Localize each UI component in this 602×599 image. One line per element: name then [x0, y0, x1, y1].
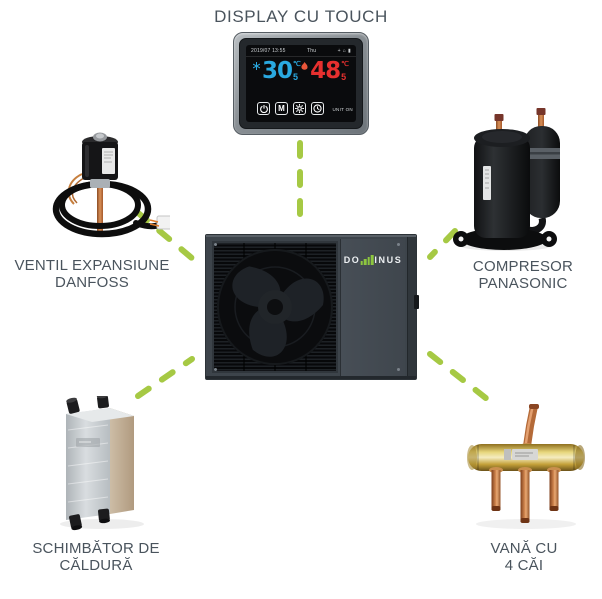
heat-temp-unit: ℃	[341, 61, 349, 68]
heat-temperature: 48 ℃ 5	[301, 60, 349, 83]
heat-temp-decimal: 5	[341, 72, 347, 82]
fan-settings-button	[293, 102, 306, 115]
cool-temp-unit: ℃	[293, 61, 301, 68]
snowflake-icon	[253, 62, 260, 70]
four-way-valve-figure	[467, 404, 585, 529]
flame-icon	[301, 62, 308, 70]
cool-temp-value: 30	[262, 58, 293, 84]
signal-icon: +	[337, 47, 341, 54]
compressor-label-line1: COMPRESOR	[472, 258, 574, 275]
screw-icon	[397, 368, 400, 371]
display-screen: 2019/07 13:55 Thu +⌂▮ 30 ℃ 5	[246, 45, 356, 122]
heat-exchanger-label-line2: CĂLDURĂ	[59, 557, 133, 574]
brand-suffix: INUS	[374, 255, 403, 265]
brand-logo: DO INUS	[344, 255, 403, 265]
display-day: Thu	[307, 48, 317, 54]
logo-bars-icon	[360, 255, 374, 265]
clock-icon	[313, 104, 322, 113]
display-button-row: M	[257, 102, 324, 115]
expansion-valve-label: VENTIL EXPANSIUNE DANFOSS	[2, 257, 182, 291]
four-way-valve-label-line2: 4 CĂI	[504, 557, 544, 574]
heat-exchanger-label-line1: SCHIMBĂTOR DE	[32, 540, 160, 557]
compressor-label-line2: PANASONIC	[478, 275, 568, 292]
fan-grille	[212, 241, 338, 373]
side-panel: DO INUS	[340, 239, 405, 377]
unit-top-edge	[206, 235, 416, 237]
display-bezel: 2019/07 13:55 Thu +⌂▮ 30 ℃ 5	[239, 38, 363, 129]
connector-four-way-valve	[427, 351, 490, 402]
unit-side-clip	[414, 295, 419, 309]
touch-display: 2019/07 13:55 Thu +⌂▮ 30 ℃ 5	[233, 32, 369, 135]
compressor-figure	[453, 108, 560, 251]
expansion-valve-figure	[52, 132, 170, 238]
brand-prefix: DO	[343, 255, 361, 265]
screw-icon	[397, 243, 400, 246]
cool-temperature: 30 ℃ 5	[253, 60, 301, 83]
home-icon: ⌂	[342, 47, 347, 54]
timer-button	[311, 102, 324, 115]
connector-heat-exchanger	[135, 356, 195, 399]
cool-temp-decimal: 5	[293, 72, 299, 82]
unit-base	[206, 376, 416, 379]
expansion-valve-label-line1: VENTIL EXPANSIUNE	[14, 257, 170, 274]
compressor-label: COMPRESOR PANASONIC	[443, 258, 602, 292]
mode-button: M	[275, 102, 288, 115]
heat-pump-unit: DO INUS	[205, 234, 419, 380]
screw-icon	[214, 243, 217, 246]
four-way-valve-label: VANĂ CU 4 CĂI	[446, 540, 602, 574]
page-title: DISPLAY CU TOUCH	[214, 7, 388, 26]
unit-on-label: UNIT ON	[332, 107, 353, 112]
mode-button-label: M	[278, 103, 285, 113]
power-icon	[259, 104, 268, 113]
display-datetime: 2019/07 13:55	[251, 48, 286, 54]
power-button	[257, 102, 270, 115]
heat-exchanger-figure	[60, 396, 144, 531]
heat-exchanger-label: SCHIMBĂTOR DE CĂLDURĂ	[8, 540, 184, 574]
display-status-bar: 2019/07 13:55 Thu +⌂▮	[246, 45, 356, 57]
heat-temp-value: 48	[310, 58, 341, 84]
unit-side-edge	[407, 237, 416, 377]
gear-icon	[295, 104, 304, 113]
fan-icon	[217, 249, 333, 365]
four-way-valve-label-line1: VANĂ CU	[490, 540, 558, 557]
battery-icon: ▮	[348, 47, 351, 54]
screw-icon	[214, 368, 217, 371]
expansion-valve-label-line2: DANFOSS	[55, 274, 129, 291]
status-icons: +⌂▮	[337, 47, 351, 54]
